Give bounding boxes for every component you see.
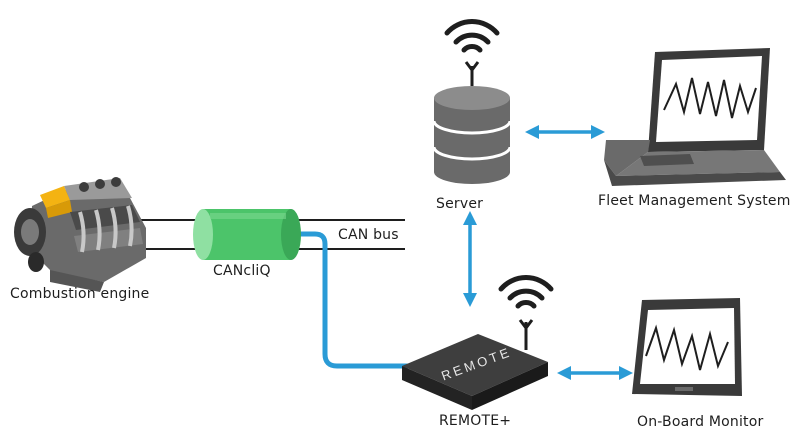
label-remote-plus: REMOTE+ [439,413,512,429]
remote-antenna-icon [518,319,534,350]
server-antenna-icon [464,61,480,86]
label-canliq: CANcliQ [213,263,271,279]
laptop-icon [604,48,786,186]
engine-icon [14,177,146,292]
remote-wifi-icon [498,275,554,309]
server-wifi-icon [444,19,500,53]
label-combustion-engine: Combustion engine [10,286,150,302]
database-icon [432,86,512,184]
label-can-bus: CAN bus [338,227,399,243]
tablet-icon [632,298,742,396]
remote-device-icon: REMOTE [402,334,548,410]
label-on-board-monitor: On-Board Monitor [637,414,764,430]
label-fleet-management: Fleet Management System [598,193,791,209]
connection-arrows [463,125,633,380]
canliq-remote-cable [289,231,415,369]
canliq-device-icon [193,209,301,260]
label-server: Server [436,196,484,212]
